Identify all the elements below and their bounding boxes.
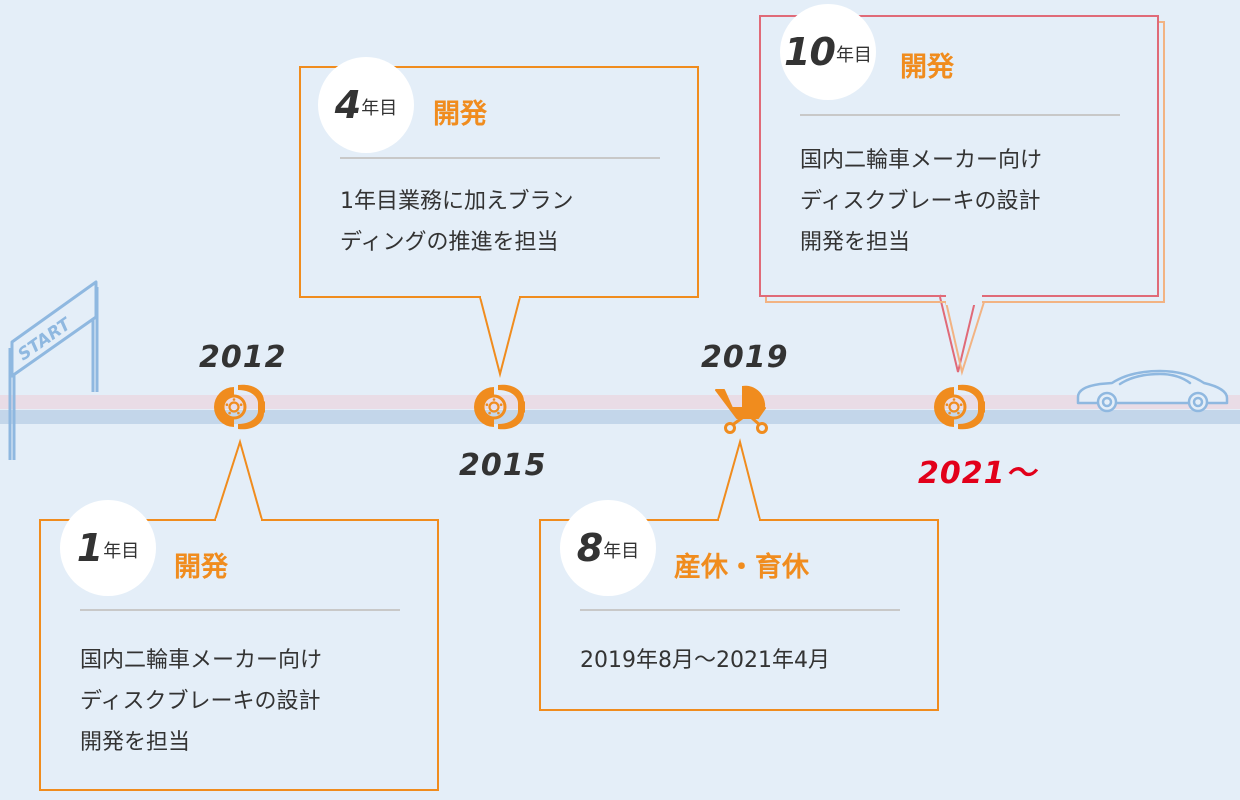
- card-divider: [80, 609, 400, 611]
- connector-year4: [479, 296, 521, 378]
- year-badge: 1 年目: [60, 500, 156, 596]
- card-title: 開発: [174, 552, 228, 583]
- year-badge: 10 年目: [780, 4, 876, 100]
- card-description-line: 国内二輪車メーカー向け: [800, 148, 1043, 173]
- year-label-2021: 2021〜: [918, 456, 1037, 491]
- card-year10: 10 年目 開発 国内二輪車メーカー向け ディスクブレーキの設計 開発を担当: [760, 4, 1158, 296]
- track-lower-band: [0, 410, 1240, 424]
- year-badge: 4 年目: [318, 57, 414, 153]
- card-year8: 8 年目 産休・育休 2019年8月〜2021年4月: [540, 500, 938, 710]
- badge-unit: 年目: [835, 45, 872, 66]
- card-year4: 4 年目 開発 1年目業務に加えブラン ディングの推進を担当: [300, 57, 698, 297]
- badge-number: 10: [784, 30, 836, 74]
- connector-year10-b: [945, 301, 985, 376]
- card-title: 産休・育休: [674, 552, 809, 583]
- badge-number: 4: [334, 83, 361, 127]
- year-badge: 8 年目: [560, 500, 656, 596]
- connector-year1: [214, 438, 263, 521]
- start-gate-icon: START: [8, 280, 99, 460]
- card-description-line: 1年目業務に加えブラン: [340, 189, 574, 214]
- badge-number: 1: [76, 526, 103, 570]
- card-description-line: 開発を担当: [800, 230, 911, 255]
- card-description-line: ディングの推進を担当: [340, 230, 559, 255]
- track-upper-band: [0, 395, 1240, 409]
- baby-stroller-icon: [715, 385, 768, 434]
- connector-year10-a: [939, 296, 977, 373]
- card-divider: [800, 114, 1120, 116]
- card-title: 開発: [433, 99, 487, 130]
- card-description-line: 2019年8月〜2021年4月: [580, 648, 830, 673]
- connector-year8: [717, 438, 761, 521]
- badge-number: 8: [576, 526, 603, 570]
- car-icon: [1076, 369, 1229, 413]
- card-title: 開発: [900, 52, 954, 83]
- badge-unit: 年目: [361, 98, 398, 119]
- card-divider: [340, 157, 660, 159]
- card-description-line: 開発を担当: [80, 730, 191, 755]
- badge-unit: 年目: [603, 541, 640, 562]
- card-divider: [580, 609, 900, 611]
- year-label-2012: 2012: [199, 340, 287, 375]
- card-description: 1年目業務に加えブラン ディングの推進を担当: [340, 181, 574, 263]
- card-year1: 1 年目 開発 国内二輪車メーカー向け ディスクブレーキの設計 開発を担当: [40, 500, 438, 790]
- card-description: 国内二輪車メーカー向け ディスクブレーキの設計 開発を担当: [800, 140, 1042, 263]
- card-description: 2019年8月〜2021年4月: [580, 640, 830, 681]
- card-description: 国内二輪車メーカー向け ディスクブレーキの設計 開発を担当: [80, 640, 322, 763]
- card-description-line: ディスクブレーキの設計: [800, 189, 1041, 214]
- badge-unit: 年目: [103, 541, 140, 562]
- card-description-line: ディスクブレーキの設計: [80, 689, 321, 714]
- year-label-2019: 2019: [701, 340, 789, 375]
- card-description-line: 国内二輪車メーカー向け: [80, 648, 323, 673]
- year-label-2015: 2015: [459, 448, 547, 483]
